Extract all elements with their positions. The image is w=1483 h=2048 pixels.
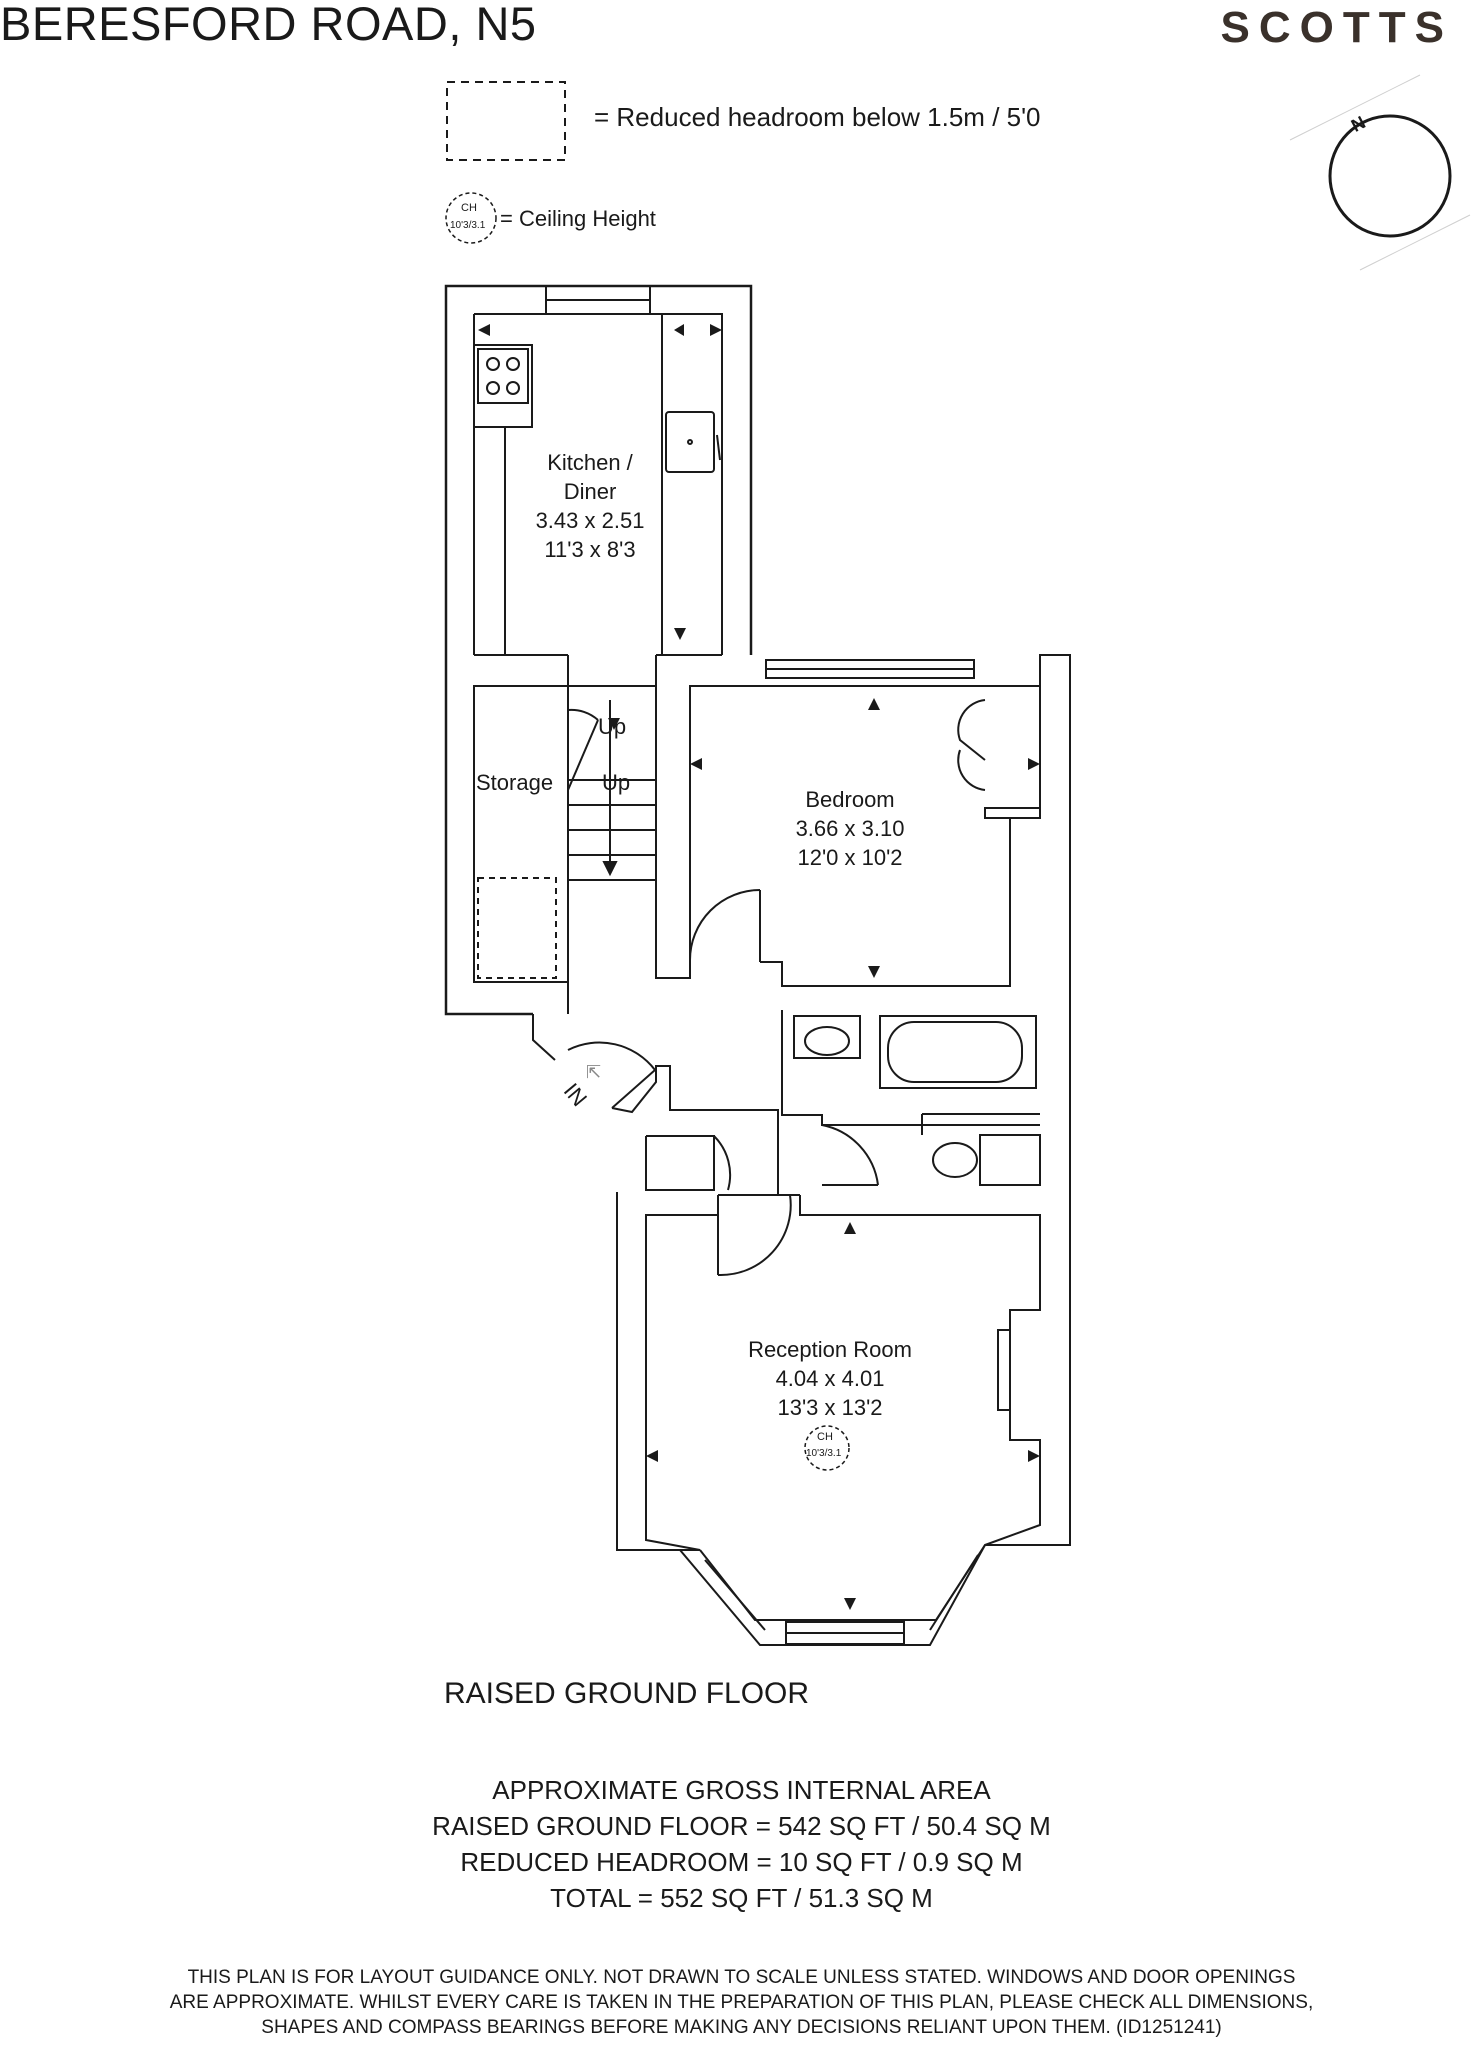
area-line-1: APPROXIMATE GROSS INTERNAL AREA <box>492 1775 991 1805</box>
area-line-2: RAISED GROUND FLOOR = 542 SQ FT / 50.4 S… <box>432 1811 1051 1841</box>
room-bedroom: Bedroom 3.66 x 3.10 12'0 x 10'2 <box>780 785 920 872</box>
kitchen-name-line2: Diner <box>563 479 617 504</box>
bedroom-imperial: 12'0 x 10'2 <box>797 845 903 870</box>
area-line-4: TOTAL = 552 SQ FT / 51.3 SQ M <box>550 1883 933 1913</box>
floor-name: RAISED GROUND FLOOR <box>444 1677 810 1710</box>
kitchen-name-line1: Kitchen / <box>547 450 633 475</box>
reception-ch-bottom: 10'3/3.1 <box>806 1448 842 1459</box>
stairs-up-label-1: Up <box>598 714 627 739</box>
disclaimer-line-1: THIS PLAN IS FOR LAYOUT GUIDANCE ONLY. N… <box>187 1967 1296 1988</box>
reception-imperial: 13'3 x 13'2 <box>777 1395 883 1420</box>
legend-headroom-swatch <box>446 81 566 161</box>
kitchen-metric: 3.43 x 2.51 <box>535 508 645 533</box>
bedroom-name: Bedroom <box>805 787 895 812</box>
area-summary: APPROXIMATE GROSS INTERNAL AREA RAISED G… <box>0 1772 1483 1916</box>
entrance-arrow-icon: ⇱ <box>586 1062 602 1082</box>
brand-logo: SCOTTS <box>1220 3 1453 52</box>
legend-headroom-text: = Reduced headroom below 1.5m / 5'0 <box>594 102 1041 132</box>
legend-ch-bottom: 10'3/3.1 <box>450 220 486 231</box>
reception-ch-top: CH <box>817 1431 833 1443</box>
disclaimer-line-3: SHAPES AND COMPASS BEARINGS BEFORE MAKIN… <box>261 2017 1222 2038</box>
reception-name: Reception Room <box>748 1337 912 1362</box>
stairs-up-label-2: Up <box>602 770 631 795</box>
area-line-3: REDUCED HEADROOM = 10 SQ FT / 0.9 SQ M <box>460 1847 1023 1877</box>
reception-ch-badge <box>804 1425 850 1471</box>
compass <box>1289 74 1471 271</box>
floor-plan <box>444 74 1471 1646</box>
kitchen-imperial: 11'3 x 8'3 <box>544 537 636 562</box>
page-title: BERESFORD ROAD, N5 <box>0 0 537 50</box>
room-kitchen-diner: Kitchen / Diner 3.43 x 2.51 11'3 x 8'3 <box>530 448 650 564</box>
disclaimer-line-2: ARE APPROXIMATE. WHILST EVERY CARE IS TA… <box>169 1992 1314 2013</box>
bedroom-metric: 3.66 x 3.10 <box>795 816 905 841</box>
disclaimer: THIS PLAN IS FOR LAYOUT GUIDANCE ONLY. N… <box>0 1965 1483 2040</box>
reception-metric: 4.04 x 4.01 <box>775 1366 885 1391</box>
room-reception: Reception Room 4.04 x 4.01 13'3 x 13'2 <box>735 1335 925 1422</box>
legend-ch-badge <box>445 192 497 244</box>
legend-ch-top: CH <box>461 202 477 214</box>
room-storage: Storage <box>476 770 554 795</box>
legend-ceiling-text: = Ceiling Height <box>500 206 656 231</box>
